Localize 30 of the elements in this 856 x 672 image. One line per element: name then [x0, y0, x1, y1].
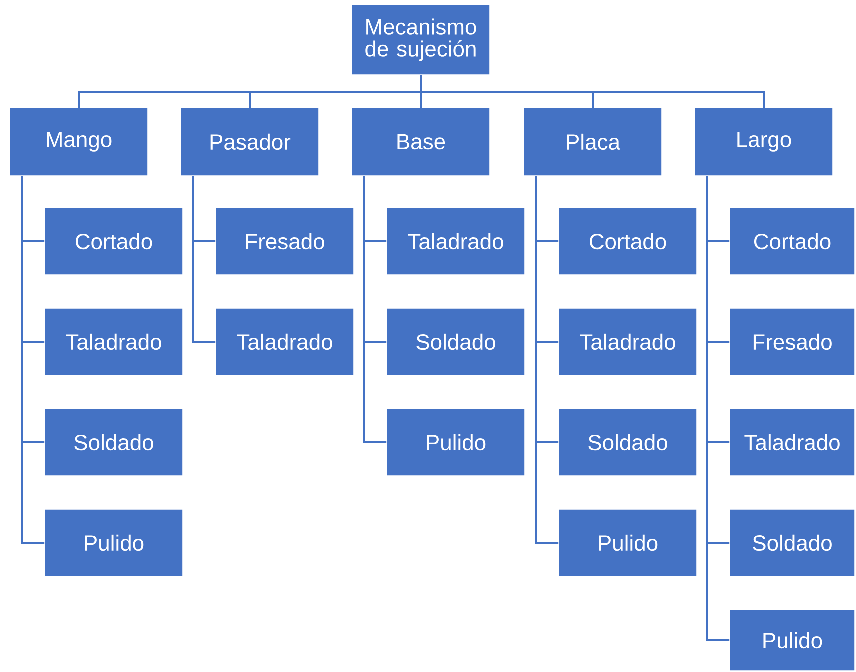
process-box: Pulido — [730, 610, 856, 672]
process-box: Fresado — [216, 208, 354, 276]
process-box: Cortado — [730, 208, 856, 276]
process-box: Taladrado — [216, 308, 354, 376]
process-box: Fresado — [730, 308, 856, 376]
process-box: Cortado — [558, 208, 698, 276]
process-box: Pulido — [386, 408, 526, 476]
category-box: Placa — [524, 108, 662, 176]
process-box: Soldado — [730, 509, 856, 577]
connector — [363, 176, 387, 444]
connector — [535, 176, 559, 544]
process-box: Taladrado — [44, 308, 184, 376]
process-box: Cortado — [44, 208, 184, 276]
process-box: Pulido — [44, 509, 184, 577]
connector — [420, 75, 765, 108]
connector — [706, 176, 730, 642]
root-box: Mecanismo de sujeción — [352, 4, 490, 76]
process-box: Taladrado — [558, 308, 698, 376]
category-box: Base — [352, 108, 490, 176]
process-box: Soldado — [44, 408, 184, 476]
process-box: Taladrado — [730, 408, 856, 476]
category-box: Largo — [694, 108, 834, 176]
category-box: Pasador — [180, 108, 320, 176]
process-box: Taladrado — [386, 208, 526, 276]
process-box: Soldado — [558, 408, 698, 476]
process-box: Pulido — [558, 509, 698, 577]
connector — [21, 176, 45, 544]
process-box: Soldado — [386, 308, 526, 376]
connector — [192, 176, 216, 343]
category-box: Mango — [10, 108, 148, 176]
